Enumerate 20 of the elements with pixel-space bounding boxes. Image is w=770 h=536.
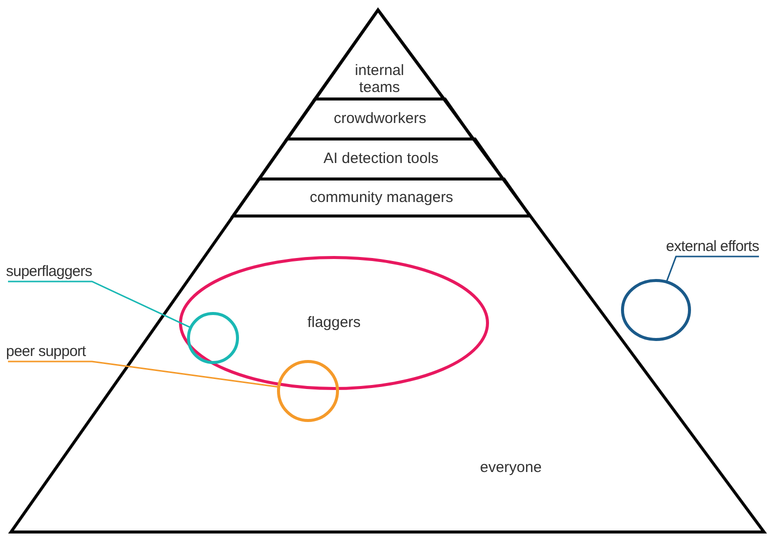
callout-label: superflaggers xyxy=(6,262,92,282)
ellipse-region xyxy=(179,256,489,390)
region-label: crowdworkers xyxy=(334,110,426,128)
region-label: community managers xyxy=(310,188,454,206)
pyramid-label: everyone xyxy=(480,458,542,478)
callout-label: external efforts xyxy=(666,237,759,256)
region-label: internal teams xyxy=(354,62,406,96)
pyramid-tier xyxy=(233,179,530,216)
region-label: flaggers xyxy=(307,314,361,332)
leader-line xyxy=(8,280,191,328)
circle-marker xyxy=(187,312,239,364)
pyramid-tier xyxy=(287,99,473,139)
circle-marker xyxy=(621,279,691,341)
leader-line xyxy=(666,256,759,282)
pyramid-tier xyxy=(315,10,444,99)
region-label: AI detection tools xyxy=(323,150,439,168)
pyramid-tier xyxy=(259,139,503,179)
circle-marker xyxy=(277,360,339,422)
callout-label: peer support xyxy=(6,342,86,362)
leader-line xyxy=(8,360,279,388)
